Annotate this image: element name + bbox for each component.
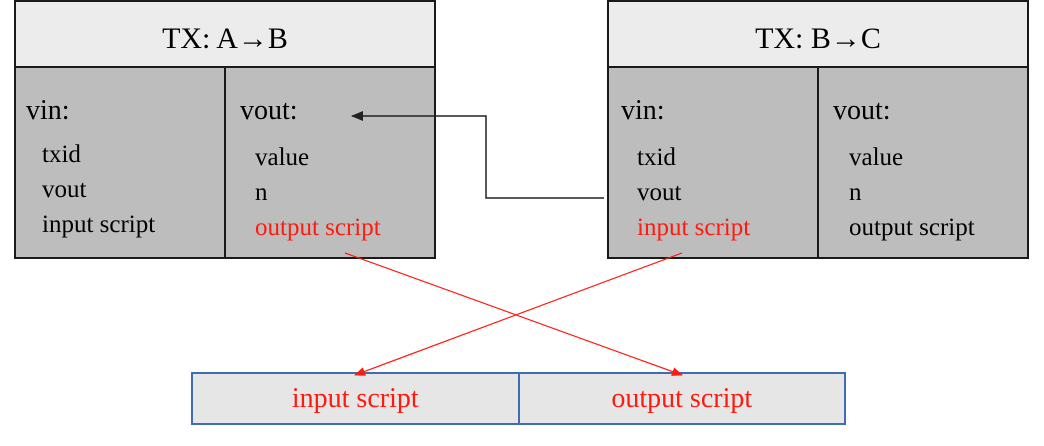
vin-input-script-field: input script: [42, 211, 156, 238]
vin-label: vin:: [621, 95, 665, 126]
vout-n-field: n: [849, 179, 862, 206]
vout-value-field: value: [255, 144, 310, 171]
transaction-box-a-to-b: TX: A→B vin: txid vout input script vout…: [14, 0, 436, 259]
combined-script-box: input script output script: [191, 372, 846, 425]
input-script-connector: [354, 252, 683, 376]
vout-section: vout: value n output script: [226, 68, 434, 257]
transaction-title: TX: A→B: [16, 2, 434, 68]
vin-label: vin:: [26, 95, 70, 126]
vin-input-script-field: input script: [637, 214, 751, 241]
vin-txid-field: txid: [42, 141, 81, 168]
transaction-title: TX: B→C: [609, 2, 1027, 68]
vout-n-field: n: [255, 179, 268, 206]
vin-section: vin: txid vout input script: [16, 68, 226, 257]
vout-output-script-field: output script: [849, 214, 975, 241]
combined-input-script: input script: [193, 374, 520, 423]
vout-output-script-field: output script: [255, 214, 381, 241]
vin-section: vin: txid vout input script: [609, 68, 819, 257]
vin-vout-field: vout: [42, 176, 87, 203]
output-script-connector: [344, 252, 683, 376]
vout-section: vout: value n output script: [819, 68, 1027, 257]
vout-value-field: value: [849, 144, 904, 171]
transaction-box-b-to-c: TX: B→C vin: txid vout input script vout…: [607, 0, 1029, 259]
combined-output-script: output script: [611, 382, 753, 414]
vin-txid-field: txid: [637, 144, 676, 171]
vin-vout-field: vout: [637, 179, 682, 206]
vout-label: vout:: [833, 95, 891, 126]
vout-label: vout:: [240, 95, 298, 126]
